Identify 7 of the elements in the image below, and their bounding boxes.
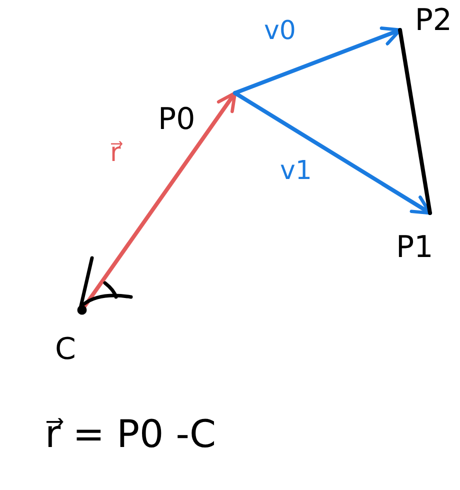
point-label: P1 — [396, 233, 434, 263]
line — [398, 28, 432, 215]
point-label: P2 — [414, 6, 452, 36]
arrow — [233, 26, 402, 95]
equation: r⃗ = P0 -C — [45, 415, 216, 453]
point-label: C — [55, 335, 76, 365]
point-label: P0 — [158, 105, 196, 135]
